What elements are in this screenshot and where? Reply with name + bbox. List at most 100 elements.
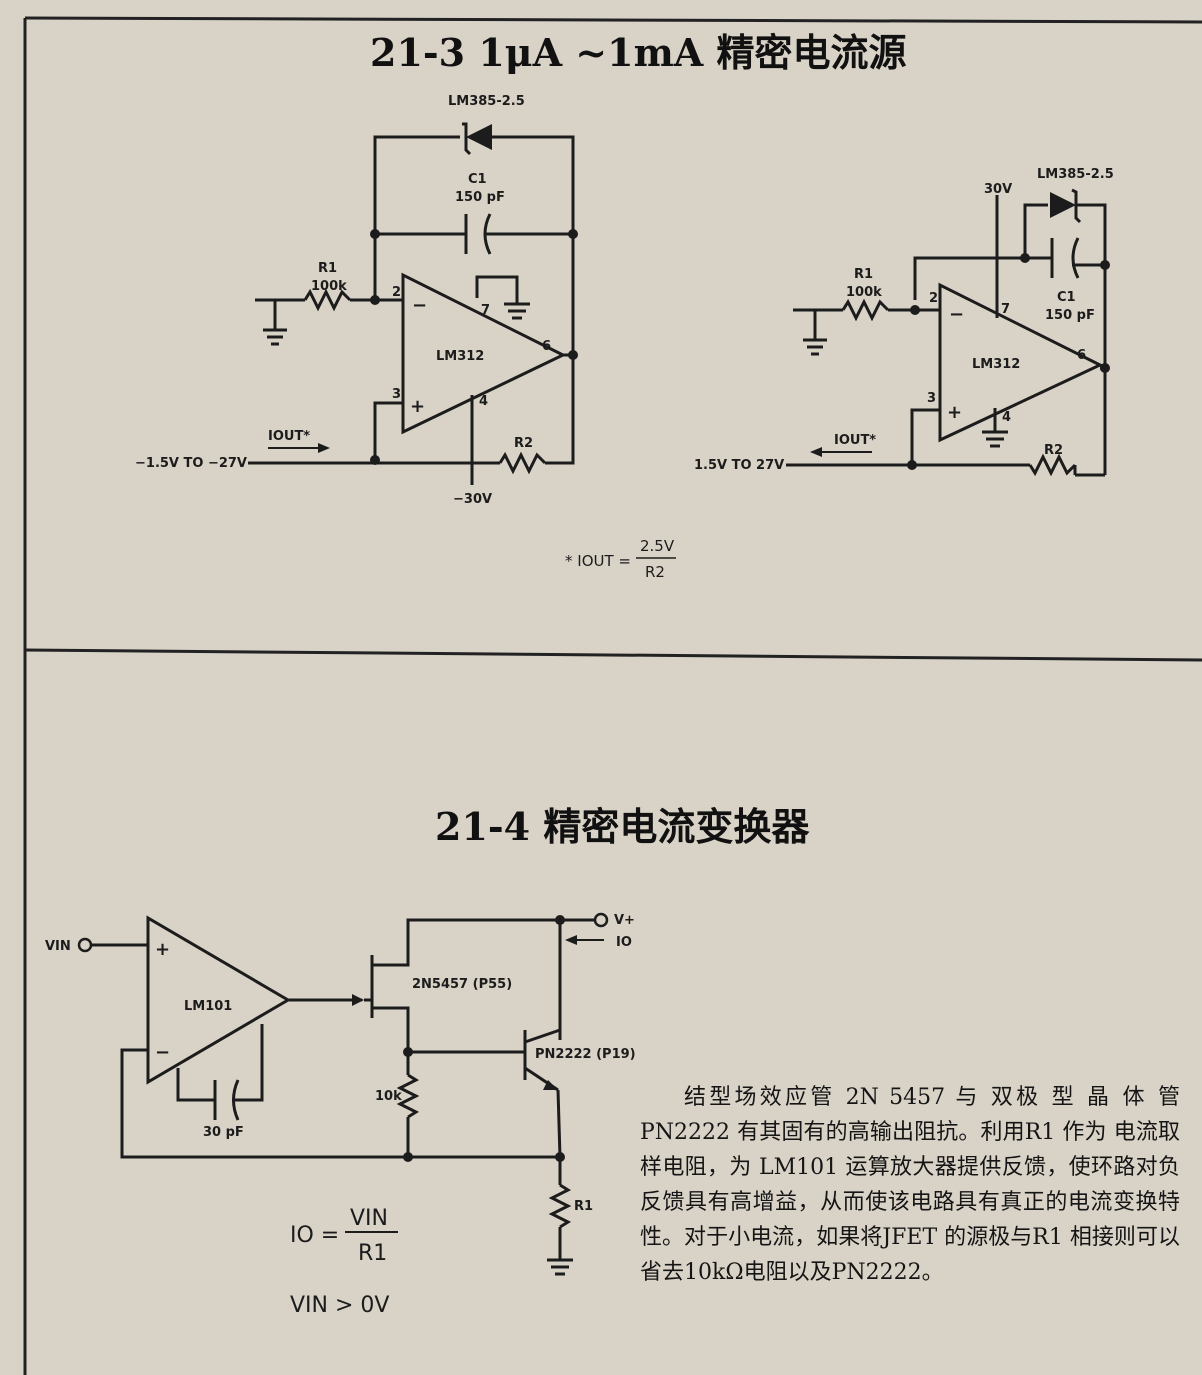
formula2-numerator: VIN: [350, 1206, 388, 1231]
right-pin-2: 2: [929, 291, 938, 306]
description-text: 结型场效应管 2N 5457 与 双极 型 晶 体 管 PN2222 有其固有的…: [640, 1085, 1180, 1285]
gate-arrowhead: [352, 994, 364, 1006]
formula1-lhs: * IOUT =: [565, 552, 631, 570]
lm101-opamp: [146, 915, 291, 1085]
right-plus: +: [947, 402, 962, 423]
r1-resistor: [548, 1183, 572, 1229]
right-pin-3: 3: [927, 391, 936, 406]
left-cap-name: C1: [468, 172, 487, 187]
right-r2-name: R2: [1044, 443, 1063, 458]
right-junction: [1100, 363, 1110, 373]
left-pin-7: 7: [481, 303, 490, 318]
r1-label: R1: [574, 1199, 593, 1214]
comp-cap-wire-l: [176, 1068, 215, 1102]
left-top-wire: [373, 135, 460, 300]
right-diode-wire-l: [1023, 203, 1048, 258]
right-r1-value: 100k: [846, 285, 882, 300]
r10k-resistor: [396, 1073, 420, 1119]
right-zener-diode: [1050, 188, 1082, 224]
left-r2-name: R2: [514, 436, 533, 451]
vplus-label: V+: [614, 913, 635, 928]
right-supply: 30V: [984, 182, 1012, 197]
right-voltage-range: 1.5V TO 27V: [694, 458, 784, 473]
right-r2-resistor: [1028, 453, 1077, 477]
comp-cap-label: 30 pF: [203, 1125, 244, 1140]
left-zener-diode: [462, 122, 492, 156]
right-cap-value: 150 pF: [1045, 308, 1095, 323]
left-iout-arrowhead: [318, 443, 330, 453]
left-opamp-label: LM312: [436, 349, 484, 364]
left-minus: −: [412, 295, 427, 316]
formula2-denominator: R1: [358, 1241, 387, 1266]
section1-title: 21-3 1μA ~1mA 精密电流源: [370, 30, 907, 75]
section2-title: 21-4 精密电流变换器: [435, 804, 810, 849]
left-right-wire: [492, 135, 575, 355]
left-r1-resistor: [303, 288, 352, 312]
left-pin3-wire: [373, 401, 403, 460]
left-circuit: LM385-2.5 C1 150 pF R1 100k LM312 2 3 4 …: [135, 94, 578, 507]
page-frame: [23, 16, 1202, 1375]
formula2-lhs: IO =: [290, 1223, 339, 1248]
right-iout-arrowhead: [810, 447, 822, 457]
right-junction: [1020, 253, 1030, 263]
io-label: IO: [616, 935, 632, 950]
right-ground-icon: [803, 310, 827, 356]
converter-circuit: VIN LM101 + − 30 pF 2N5457 (P55) V+: [45, 912, 636, 1276]
comp-cap-wire-r: [232, 1024, 264, 1102]
bjt-transistor: [523, 1028, 561, 1092]
vin-terminal: [77, 937, 93, 953]
formula1-denominator: R2: [645, 563, 665, 581]
right-pin4-ground-icon: [982, 408, 1008, 448]
left-pin-3: 3: [392, 387, 401, 402]
left-pin-4: 4: [479, 394, 488, 409]
bjt-label: PN2222 (P19): [535, 1047, 636, 1062]
right-pin3-wire: [910, 408, 940, 465]
lm101-minus: −: [155, 1042, 170, 1063]
right-opamp: [938, 282, 1104, 443]
left-opamp: [401, 272, 567, 435]
right-cap-wire-l: [913, 256, 1052, 300]
right-r1-name: R1: [854, 267, 873, 282]
left-supply: −30V: [453, 492, 492, 507]
right-cap-plate-2: [1071, 237, 1080, 279]
left-r2-resistor: [498, 451, 547, 475]
left-junction: [370, 295, 380, 305]
left-iout-label: IOUT*: [268, 429, 310, 444]
vplus-terminal: [593, 912, 609, 928]
left-r2-wire: [545, 355, 575, 465]
left-pin-6: 6: [542, 339, 551, 354]
right-circuit: LM385-2.5 C1 150 pF 30V R1 100k LM312 2 …: [694, 167, 1114, 477]
left-ground-icon: [263, 300, 287, 346]
right-junction: [910, 305, 920, 315]
emitter-wire: [556, 1089, 562, 1158]
right-pin-4: 4: [1002, 410, 1011, 425]
left-diode-label: LM385-2.5: [448, 94, 525, 109]
r1-ground-icon: [547, 1258, 573, 1276]
section2-formula: IO = VIN R1 VIN > 0V: [290, 1206, 398, 1318]
r10k-label: 10k: [375, 1089, 402, 1104]
left-plus: +: [410, 396, 425, 417]
formula1-numerator: 2.5V: [640, 537, 675, 555]
left-r1-name: R1: [318, 261, 337, 276]
lm101-plus: +: [155, 939, 170, 960]
left-junction: [370, 229, 380, 239]
left-cap-value: 150 pF: [455, 190, 505, 205]
left-r1-value: 100k: [311, 279, 347, 294]
left-pin-2: 2: [392, 285, 401, 300]
left-cap-plate-2: [483, 213, 492, 255]
right-diode-label: LM385-2.5: [1037, 167, 1114, 182]
right-diode-wire-r: [1076, 203, 1107, 265]
feedback-wire: [120, 1048, 560, 1159]
right-r1-resistor: [841, 298, 890, 322]
lm101-label: LM101: [184, 999, 232, 1014]
formula2-condition: VIN > 0V: [290, 1293, 389, 1318]
right-opamp-label: LM312: [972, 357, 1020, 372]
feedback-junction: [403, 1152, 413, 1162]
jfet-label: 2N5457 (P55): [412, 977, 512, 992]
section1-formula: * IOUT = 2.5V R2: [565, 537, 676, 581]
right-minus: −: [949, 304, 964, 325]
io-arrowhead: [565, 935, 577, 945]
right-iout-label: IOUT*: [834, 433, 876, 448]
